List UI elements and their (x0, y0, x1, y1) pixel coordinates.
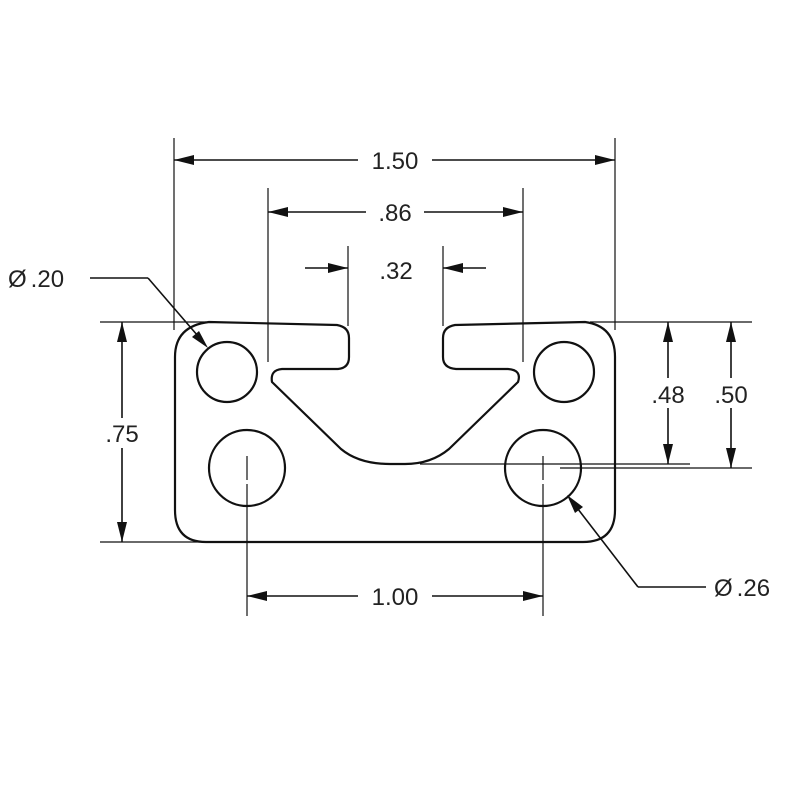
leader-large-hole-label: Ø.26 (714, 575, 770, 602)
dim-hole-spacing-label: 1.00 (372, 584, 419, 611)
dim-large-hole-height: .50 (709, 322, 753, 468)
small-hole-right (532, 340, 596, 404)
dim-slot-outer-width-label: .86 (378, 200, 411, 227)
diameter-symbol-icon: Ø (714, 575, 733, 602)
diameter-symbol-icon: Ø (8, 266, 27, 293)
dim-slot-opening: .32 (305, 258, 486, 285)
dim-slot-outer-width: .86 (268, 197, 523, 227)
leader-large-hole: Ø.26 (567, 495, 770, 602)
profile-outline (173, 320, 617, 544)
center-marks (246, 456, 544, 480)
dim-overall-height-label: .75 (105, 421, 138, 448)
dim-overall-width: 1.50 (174, 145, 615, 175)
dim-hole-spacing: 1.00 (247, 581, 543, 611)
dim-overall-width-label: 1.50 (372, 148, 419, 175)
leader-small-hole: Ø.20 (8, 266, 208, 348)
part-profile (173, 320, 617, 544)
dim-small-hole-height: .48 (646, 322, 690, 464)
leader-small-hole-label: Ø.20 (8, 266, 64, 293)
small-hole-left (195, 340, 259, 404)
dim-slot-opening-label: .32 (379, 258, 412, 285)
dim-small-hole-height-label: .48 (651, 382, 684, 409)
dim-overall-height: .75 (100, 322, 144, 542)
extension-lines (100, 138, 752, 616)
dim-large-hole-height-label: .50 (714, 382, 747, 409)
